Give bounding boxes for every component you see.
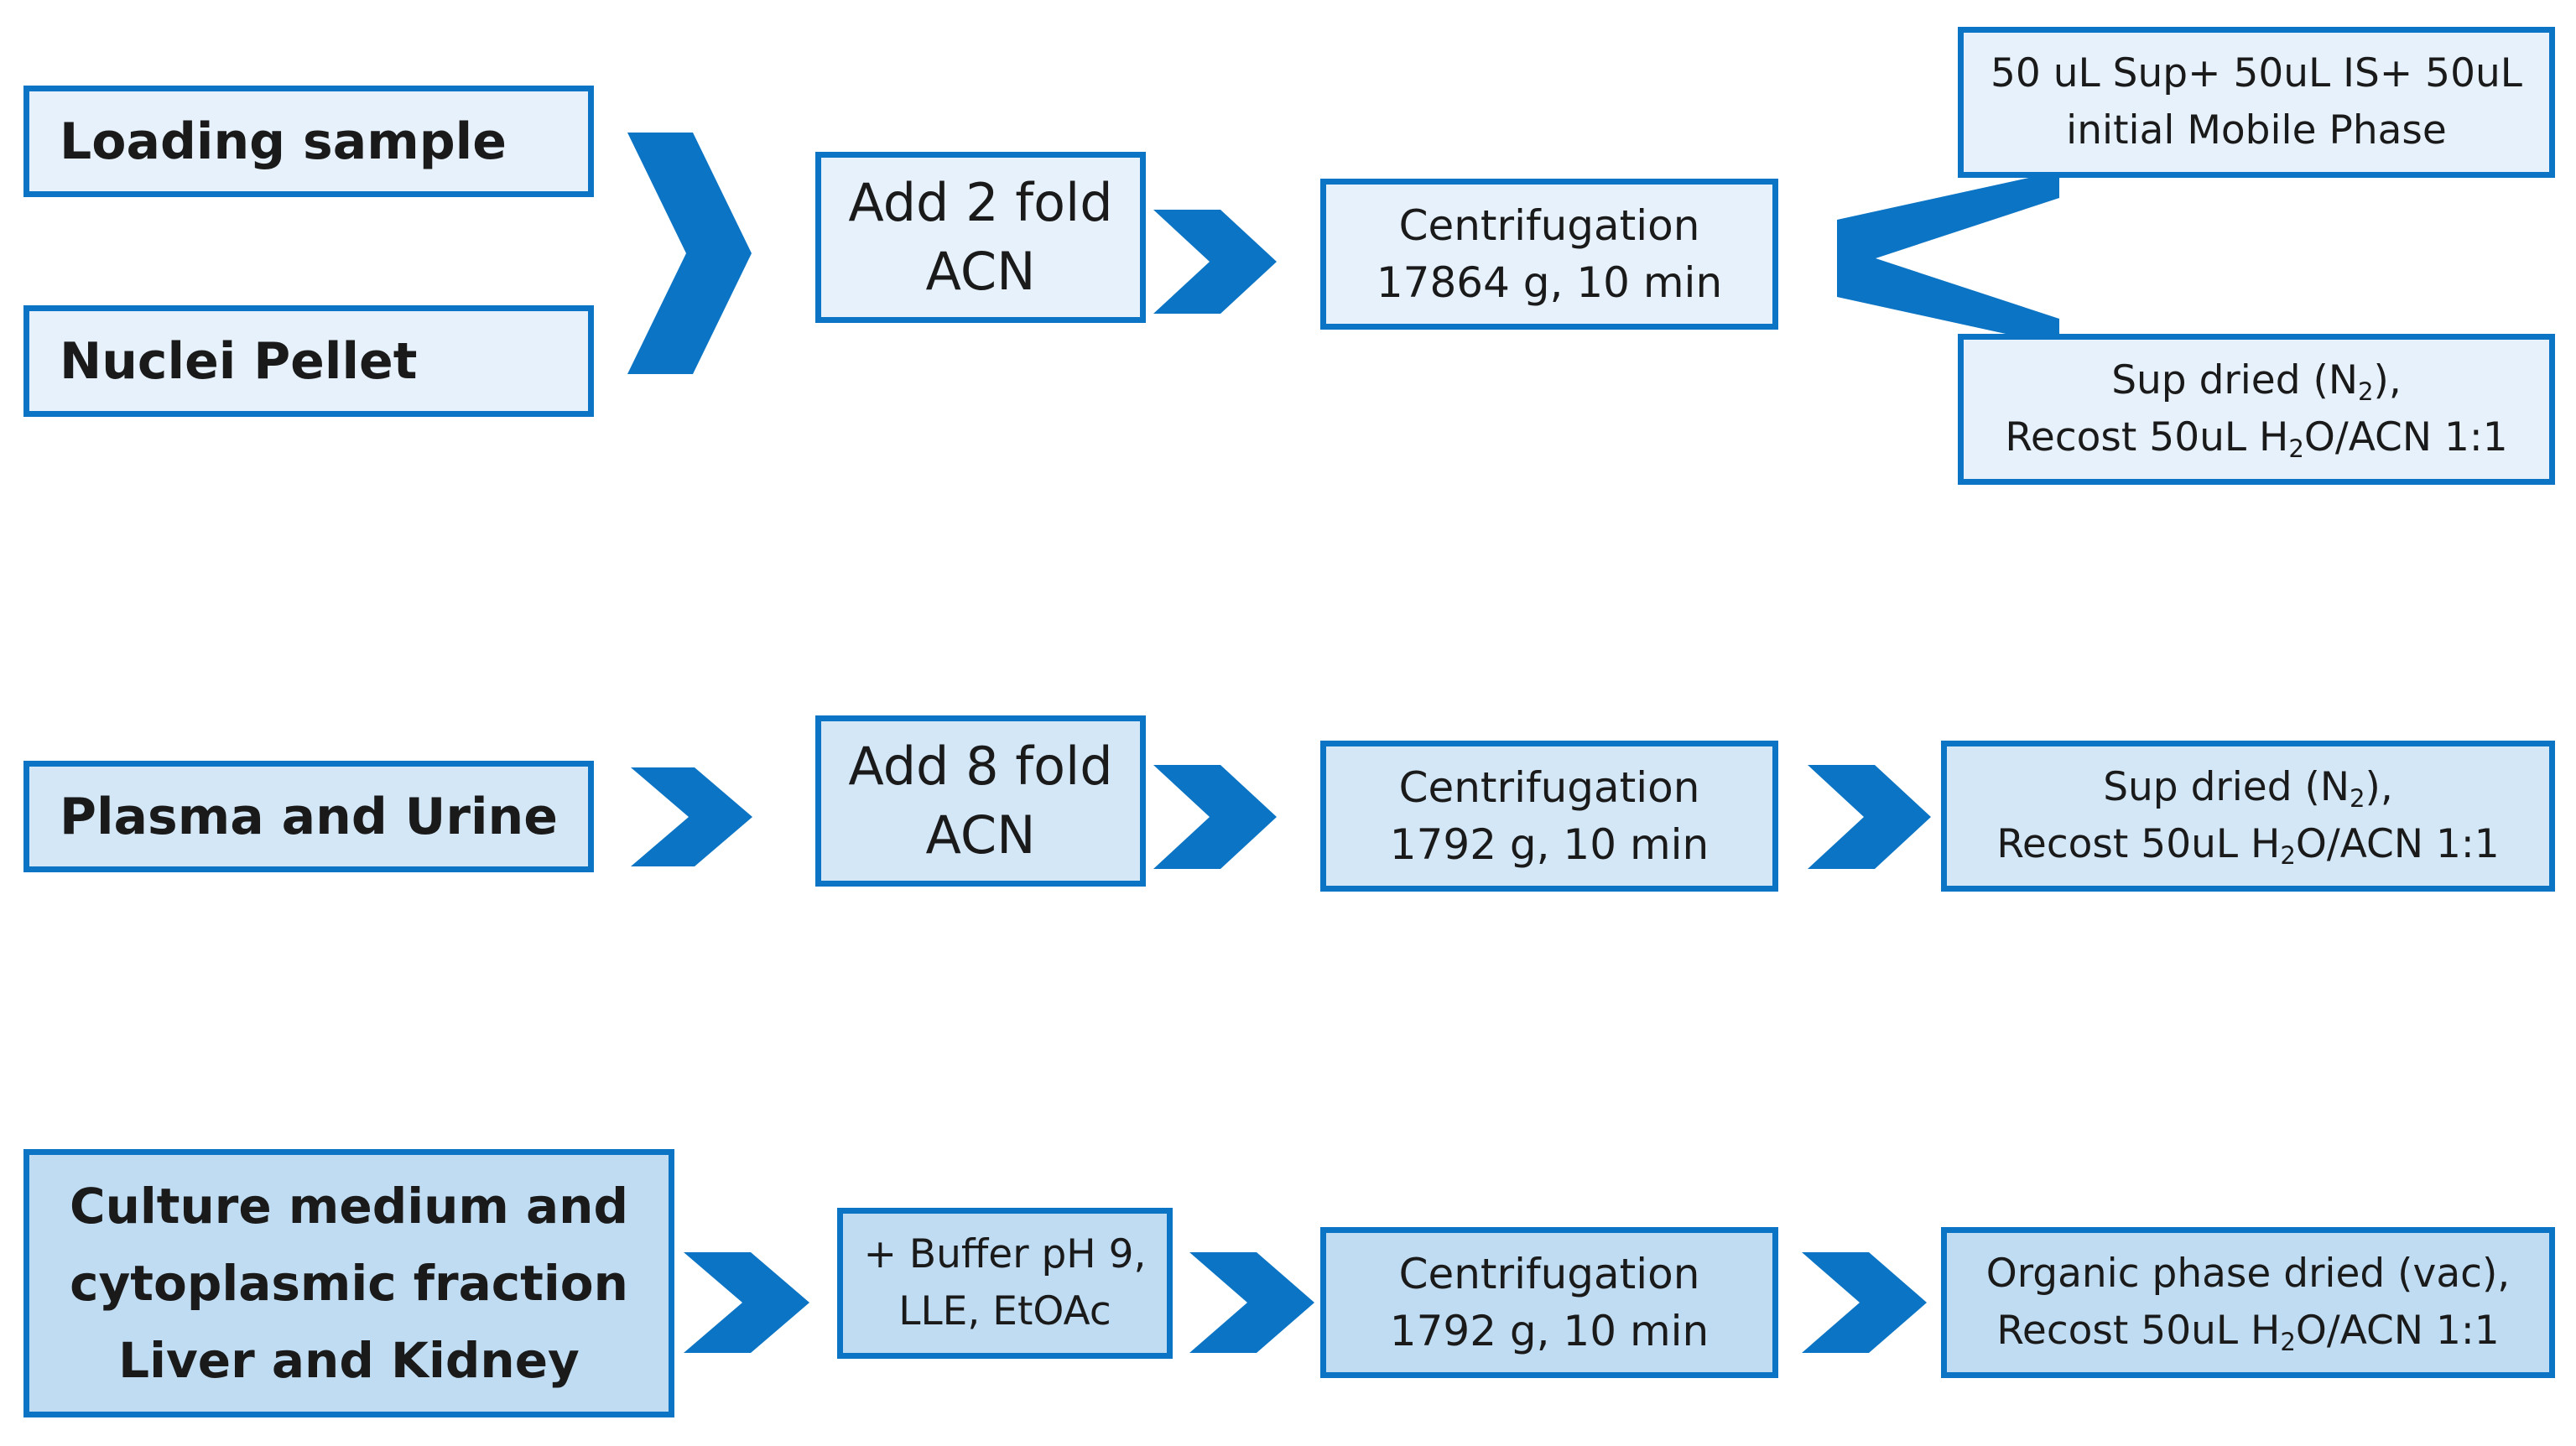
- chevron-right-icon: [1153, 210, 1277, 314]
- chevron-right-icon: [684, 1252, 809, 1353]
- source-loading-sample: Loading sample: [23, 86, 594, 197]
- chevron-right-icon: [1802, 1252, 1927, 1353]
- output-organic-phase-dried: Organic phase dried (vac), Recost 50uL H…: [1941, 1227, 2555, 1378]
- output-sup-dried: Sup dried (N2), Recost 50uL H2O/ACN 1:1: [1941, 741, 2555, 892]
- chevron-right-icon: [1153, 765, 1277, 869]
- step-buffer-lle: + Buffer pH 9, LLE, EtOAc: [837, 1208, 1173, 1359]
- step-centrifugation-1792: Centrifugation 1792 g, 10 min: [1320, 741, 1778, 892]
- source-nuclei-pellet: Nuclei Pellet: [23, 305, 594, 417]
- step-centrifugation-17864: Centrifugation 17864 g, 10 min: [1320, 179, 1778, 330]
- step-add-2-fold-acn: Add 2 fold ACN: [815, 152, 1146, 323]
- output-mobile-phase: 50 uL Sup+ 50uL IS+ 50uL initial Mobile …: [1958, 27, 2555, 178]
- source-culture-medium: Culture medium and cytoplasmic fraction …: [23, 1149, 674, 1417]
- step-centrifugation-1792: Centrifugation 1792 g, 10 min: [1320, 1227, 1778, 1378]
- chevron-right-icon: [631, 767, 752, 866]
- split-bracket-icon: [1837, 171, 2059, 346]
- chevron-right-icon: [1808, 765, 1931, 869]
- merge-chevron-icon: [627, 133, 752, 374]
- output-sup-dried: Sup dried (N2), Recost 50uL H2O/ACN 1:1: [1958, 334, 2555, 485]
- step-add-8-fold-acn: Add 8 fold ACN: [815, 715, 1146, 887]
- source-plasma-and-urine: Plasma and Urine: [23, 761, 594, 872]
- chevron-right-icon: [1189, 1252, 1314, 1353]
